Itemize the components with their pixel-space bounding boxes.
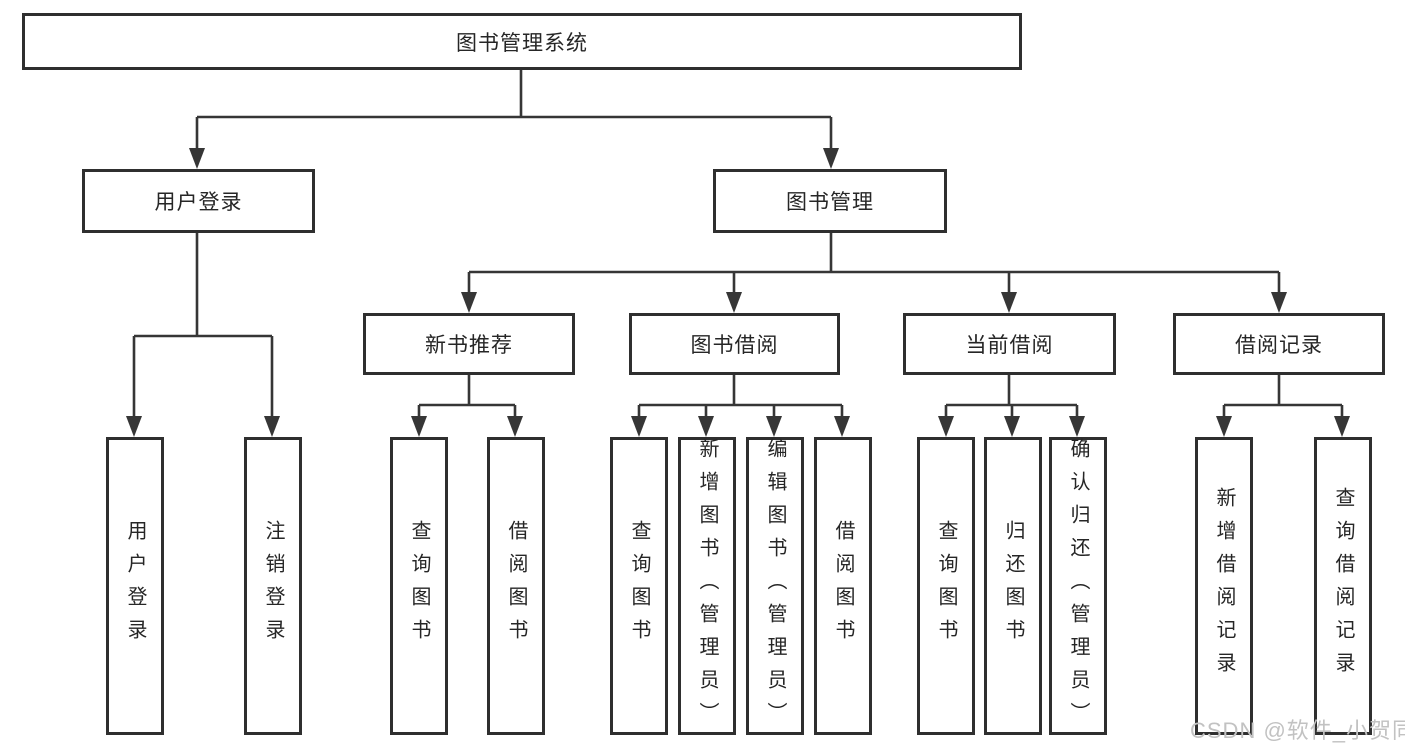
- watermark-text: CSDN @软件_小贺同学: [1190, 718, 1405, 743]
- node-borrowing-records-label: 借阅记录: [1235, 334, 1323, 357]
- tree-edges: [132, 70, 1344, 424]
- node-user-login-label: 用户登录: [154, 191, 243, 214]
- node-root: 图书管理系统: [22, 13, 1022, 70]
- leaf-query-books-current: 查询图书: [917, 437, 975, 735]
- leaf-edit-books-admin-label: 编辑图书（管理员）: [764, 437, 786, 735]
- leaf-query-books-borrowing: 查询图书: [610, 437, 668, 735]
- node-user-login: 用户登录: [82, 169, 315, 233]
- leaf-query-books-borrowing-label: 查询图书: [628, 520, 650, 652]
- leaf-borrow-books-recommend: 借阅图书: [487, 437, 545, 735]
- leaf-add-books-admin: 新增图书（管理员）: [678, 437, 736, 735]
- leaf-query-books-recommend-label: 查询图书: [408, 520, 430, 652]
- node-current-borrowing-label: 当前借阅: [965, 334, 1054, 357]
- node-root-label: 图书管理系统: [456, 31, 588, 55]
- leaf-query-books-recommend: 查询图书: [390, 437, 448, 735]
- leaf-logout: 注销登录: [244, 437, 302, 735]
- node-book-management: 图书管理: [713, 169, 947, 233]
- leaf-borrow-books: 借阅图书: [814, 437, 872, 735]
- leaf-query-borrow-record-label: 查询借阅记录: [1332, 487, 1354, 685]
- leaf-edit-books-admin: 编辑图书（管理员）: [746, 437, 804, 735]
- node-book-borrowing-label: 图书借阅: [690, 334, 779, 357]
- node-current-borrowing: 当前借阅: [903, 313, 1116, 375]
- leaf-borrow-books-label: 借阅图书: [832, 520, 854, 652]
- leaf-add-books-admin-label: 新增图书（管理员）: [696, 437, 718, 735]
- node-new-book-recommend-label: 新书推荐: [425, 334, 513, 357]
- leaf-borrow-books-recommend-label: 借阅图书: [505, 520, 527, 652]
- leaf-add-borrow-record-label: 新增借阅记录: [1213, 487, 1235, 685]
- node-borrowing-records: 借阅记录: [1173, 313, 1385, 375]
- leaf-confirm-return-admin-label: 确认归还（管理员）: [1067, 437, 1089, 735]
- node-new-book-recommend: 新书推荐: [363, 313, 575, 375]
- leaf-return-books-label: 归还图书: [1002, 520, 1024, 652]
- leaf-confirm-return-admin: 确认归还（管理员）: [1049, 437, 1107, 735]
- leaf-logout-label: 注销登录: [262, 520, 284, 652]
- node-book-borrowing: 图书借阅: [629, 313, 840, 375]
- leaf-return-books: 归还图书: [984, 437, 1042, 735]
- leaf-query-borrow-record: 查询借阅记录: [1314, 437, 1372, 735]
- node-book-management-label: 图书管理: [786, 191, 874, 214]
- leaf-user-login-label: 用户登录: [124, 520, 146, 652]
- leaf-user-login: 用户登录: [106, 437, 164, 735]
- leaf-query-books-current-label: 查询图书: [935, 520, 957, 652]
- arrowheads: [126, 148, 1350, 437]
- leaf-add-borrow-record: 新增借阅记录: [1195, 437, 1253, 735]
